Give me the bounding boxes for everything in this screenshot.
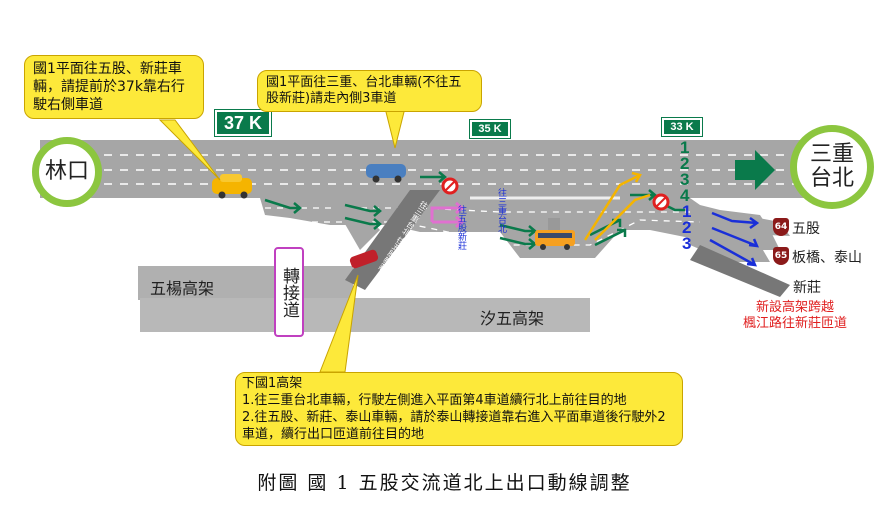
collector-road	[260, 198, 780, 258]
lane-number: 4	[680, 186, 690, 205]
km-marker-33: 33 K	[661, 117, 703, 137]
callout-bottom: 下國1高架 1.往三重台北車輛，行駛左側進入平面第4車道續行北上前往目的地 2.…	[235, 372, 683, 446]
lane-number: 1	[682, 202, 692, 221]
main-highway	[40, 140, 810, 198]
new-ramp-note: 新設高架跨越 楓江路往新莊匝道	[730, 300, 860, 332]
callout-bottom-line2: 2.往五股、新莊、泰山車輛，請於泰山轉接道靠右進入平面車道後行駛外2車道，續行出…	[242, 410, 666, 442]
bus-icon	[535, 218, 575, 250]
sanchong-label: 三重	[809, 142, 854, 167]
exit-banqiao-label: 板橋、泰山	[792, 250, 862, 266]
yellow-car-icon	[212, 174, 252, 199]
linkou-label: 林口	[44, 159, 89, 184]
wuyang-label: 五楊高架	[150, 279, 215, 298]
new-ramp-note-line1: 新設高架跨越	[755, 300, 834, 315]
transfer-road-label: 轉接道	[274, 247, 304, 337]
lane-number: 2	[682, 218, 692, 237]
route-64-shield-icon: 64	[773, 218, 789, 236]
xiwu-viaduct	[140, 298, 590, 332]
lane-number: 3	[680, 170, 690, 189]
lane-number: 1	[680, 138, 690, 157]
km-marker-37: 37 K	[214, 109, 272, 137]
taipei-label: 台北	[809, 166, 854, 191]
route-65-shield-icon: 65	[773, 247, 789, 265]
lane-number: 3	[682, 234, 692, 253]
wuyang-viaduct	[138, 266, 353, 300]
exit-wugu-label: 五股	[792, 221, 820, 237]
lane-number: 2	[680, 154, 690, 173]
figure-caption: 附圖 國 1 五股交流道北上出口動線調整	[257, 472, 632, 494]
callout-bottom-line1: 1.往三重台北車輛，行駛左側進入平面第4車道續行北上前往目的地	[242, 393, 627, 408]
red-car-icon	[349, 249, 379, 269]
transfer-ramp	[345, 190, 440, 290]
no-entry-icon	[652, 193, 670, 211]
xiwu-label: 汐五高架	[480, 309, 545, 328]
callout-left: 國1平面往五股、新莊車輛，請提前於37k靠右行駛右側車道	[24, 55, 204, 119]
no-entry-icon	[441, 177, 459, 195]
direction-arrow	[735, 150, 775, 190]
new-ramp-note-line2: 楓江路往新莊匝道	[742, 316, 847, 331]
main-lane-numbers: 1 2 3 4	[680, 138, 690, 205]
road-label-to-wugu: 往五股新莊	[456, 205, 466, 250]
exit-lane-numbers: 1 2 3	[682, 202, 692, 253]
callout-bottom-title: 下國1高架	[242, 376, 303, 391]
exit-xinzhuang-label: 新莊	[793, 280, 821, 296]
road-label-to-taipei: 往三重台北	[496, 188, 506, 233]
km-marker-35: 35 K	[469, 119, 511, 139]
blue-car-icon	[366, 164, 406, 183]
callout-top: 國1平面往三重、台北車輛(不往五股新莊)請走內側3車道	[257, 70, 482, 112]
linkou-node: 林口	[32, 137, 102, 207]
sanchong-taipei-node: 三重台北	[790, 125, 874, 209]
